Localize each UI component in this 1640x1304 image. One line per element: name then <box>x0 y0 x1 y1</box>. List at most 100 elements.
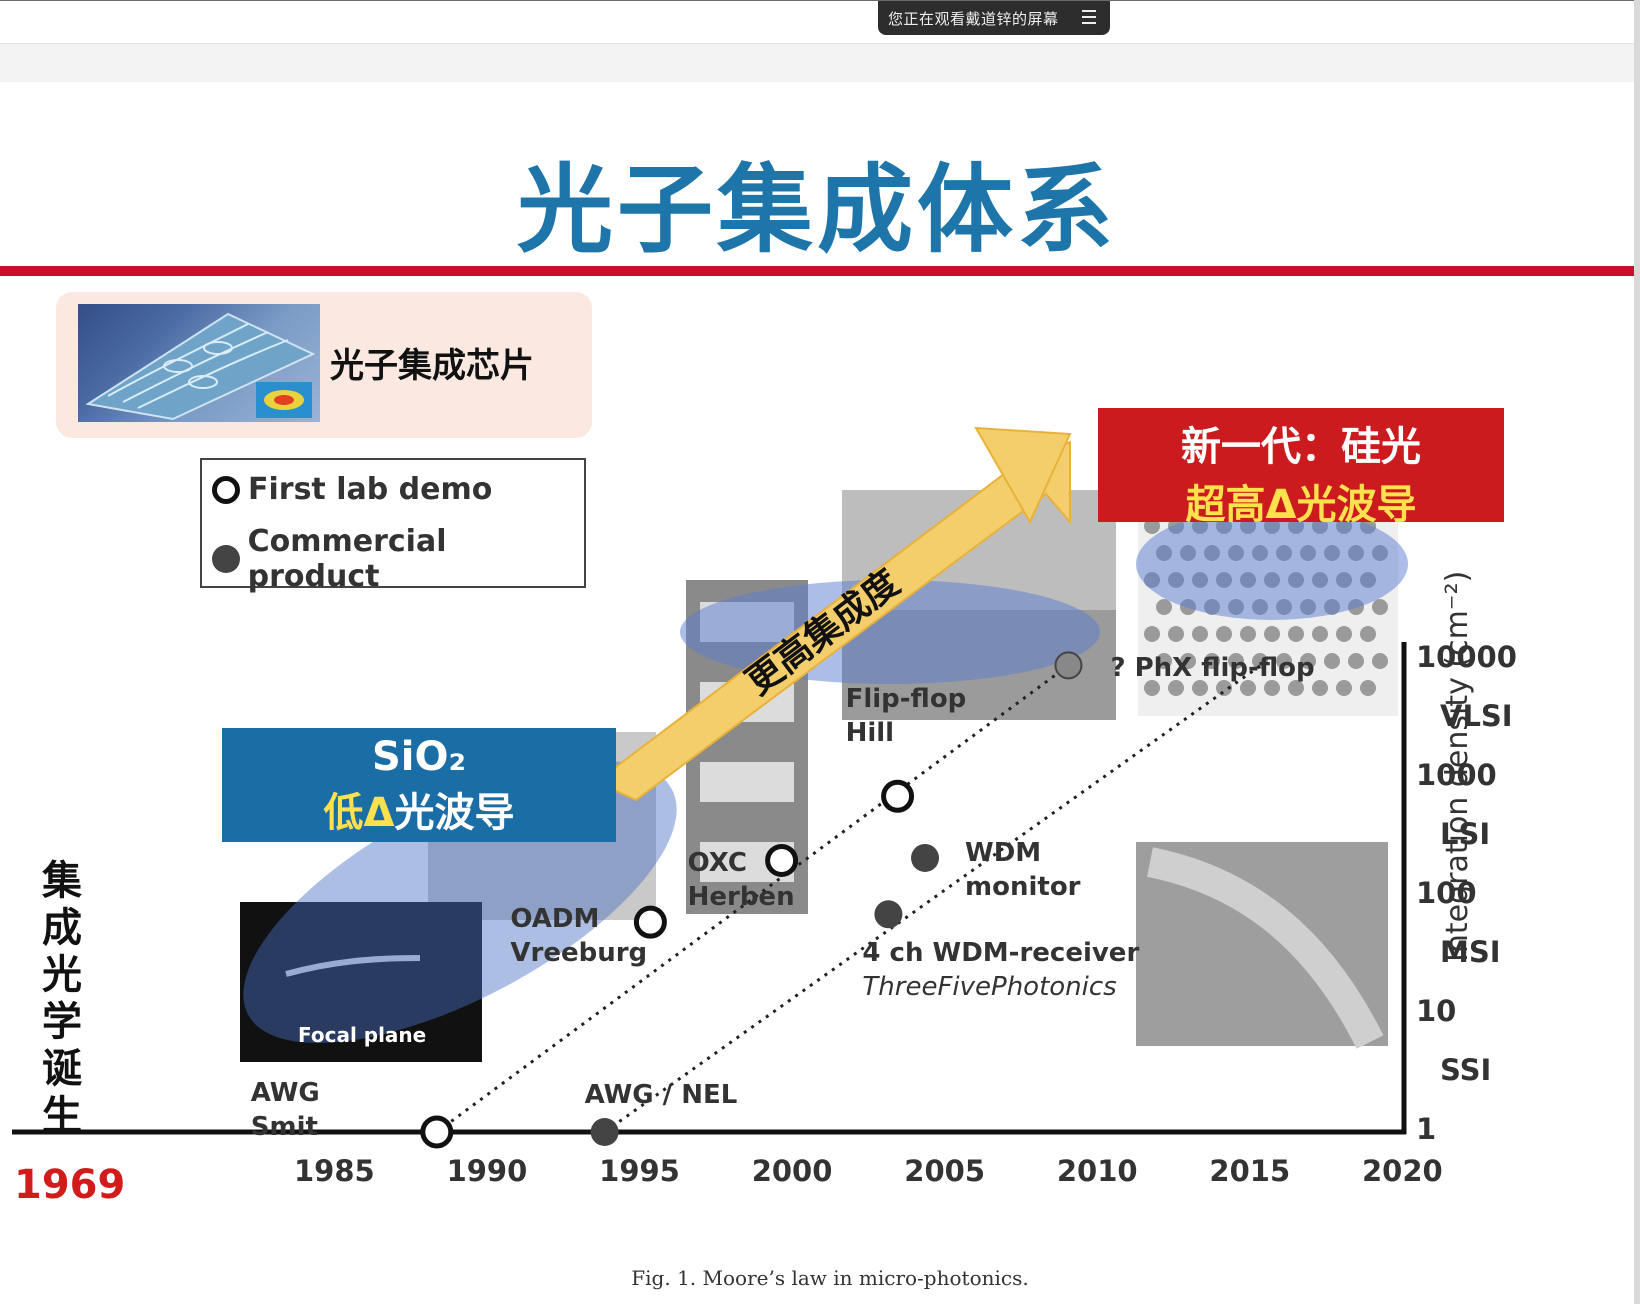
point-label: Flip-flop <box>845 684 967 715</box>
crystal-hole <box>1168 626 1184 642</box>
menu-icon[interactable] <box>1082 10 1096 28</box>
point-label: ThreeFivePhotonics <box>862 972 1117 1003</box>
y-band-label: SSI <box>1440 1053 1492 1087</box>
data-point-marker <box>881 779 915 813</box>
x-tick-label: 1995 <box>599 1154 680 1188</box>
legend-second: Commercial product <box>212 524 584 594</box>
title-divider <box>0 266 1634 276</box>
point-label: 4 ch WDM-receiver <box>862 938 1140 969</box>
point-label: monitor <box>965 871 1081 902</box>
crystal-hole <box>1288 626 1304 642</box>
crystal-hole <box>1228 653 1244 669</box>
data-markers <box>420 651 1083 1149</box>
crystal-hole <box>1276 653 1292 669</box>
point-label: WDM <box>965 837 1042 868</box>
viewer-top-bar: 您正在观看戴道锌的屏幕 <box>0 0 1640 84</box>
legend-first: First lab demo <box>212 472 492 507</box>
y-tick-label: 1000 <box>1416 758 1497 792</box>
sio2-subtitle: 低Δ光波导 <box>222 780 616 838</box>
y-band-label: LSI <box>1440 817 1491 851</box>
point-label: AWG <box>250 1078 320 1108</box>
crystal-hole <box>1204 653 1220 669</box>
point-label: OADM <box>510 904 600 935</box>
crystal-hole <box>1348 653 1364 669</box>
y-band-label: MSI <box>1440 935 1501 969</box>
si-region-ellipse <box>1136 508 1408 620</box>
inset-focal-image <box>240 902 482 1062</box>
crystal-hole <box>1312 626 1328 642</box>
screen-share-notice[interactable]: 您正在观看戴道锌的屏幕 <box>878 1 1110 35</box>
crystal-hole <box>1216 626 1232 642</box>
crystal-hole <box>1144 626 1160 642</box>
crystal-hole <box>1360 626 1376 642</box>
birth-char-6: 生 <box>42 1093 82 1139</box>
slide-title: 光子集成体系 <box>517 154 1117 266</box>
chip-image <box>78 304 320 422</box>
new-gen-subtitle: 超高Δ光波导 <box>1185 482 1417 528</box>
sio2-waveguide-text: 光波导 <box>394 790 515 836</box>
data-point-marker <box>420 1115 454 1149</box>
new-gen-title: 新一代：硅光 <box>1181 424 1421 470</box>
crystal-hole <box>1144 680 1160 696</box>
window-right-border <box>1634 0 1640 1304</box>
filled-circle-icon <box>212 545 240 573</box>
point-label: AWG / NEL <box>584 1080 738 1110</box>
x-tick-label: 2005 <box>904 1154 985 1188</box>
sio2-waveguide-box: SiO₂ 低Δ光波导 <box>222 728 616 842</box>
crystal-hole <box>1240 680 1256 696</box>
x-tick-label: 2015 <box>1209 1154 1291 1188</box>
legend-second-label: Commercial product <box>247 524 447 594</box>
point-label: Smit <box>250 1112 318 1142</box>
crystal-hole <box>1300 653 1316 669</box>
presentation-slide: 光子集成体系 光子集成芯片 First <box>0 82 1634 1304</box>
y-axis-label: Integration density (cm⁻²) <box>1440 570 1475 962</box>
y-tick-label: 100 <box>1416 876 1477 910</box>
point-label: OXC <box>687 848 747 879</box>
legend: First lab demo Commercial product <box>200 458 586 594</box>
birth-char-1: 集 <box>42 858 82 904</box>
crystal-hole <box>1264 680 1280 696</box>
viewer-toolbar-strip <box>0 43 1640 84</box>
open-circle-icon <box>212 475 240 504</box>
point-label: ? PhX flip-flop <box>1110 653 1315 684</box>
birth-char-2: 成 <box>42 905 82 951</box>
legend-first-label: First lab demo <box>248 472 493 507</box>
point-label: Vreeburg <box>510 938 648 969</box>
crystal-hole <box>1288 680 1304 696</box>
crystal-hole <box>1252 653 1268 669</box>
birth-char-4: 学 <box>42 999 82 1045</box>
chip-title: 光子集成芯片 <box>330 346 534 386</box>
y-tick-label: 1 <box>1416 1112 1437 1146</box>
chip-card: 光子集成芯片 <box>56 292 592 438</box>
crystal-hole <box>1168 680 1184 696</box>
crystal-hole <box>1216 680 1232 696</box>
x-tick-label: 1985 <box>294 1154 375 1188</box>
crystal-hole <box>1336 680 1352 696</box>
y-tick-label: 10000 <box>1416 640 1517 674</box>
silicon-photonics-box: 新一代：硅光 超高Δ光波导 <box>1098 408 1504 528</box>
share-notice-text: 您正在观看戴道锌的屏幕 <box>888 9 1059 28</box>
crystal-hole <box>1144 518 1160 534</box>
point-label: Herben <box>687 882 795 913</box>
y-band-label: VLSI <box>1440 699 1513 733</box>
moore-law-chart: 更高集成度 Focal plane <box>12 426 1408 1149</box>
x-tick-label: 2000 <box>751 1154 833 1188</box>
crystal-hole <box>1336 626 1352 642</box>
focal-plane-label: Focal plane <box>298 1023 426 1047</box>
birth-char-5: 诞 <box>42 1046 82 1092</box>
data-point-marker <box>1054 651 1083 680</box>
crystal-hole <box>1264 626 1280 642</box>
data-point-marker <box>911 843 940 872</box>
y-tick-label: 10 <box>1416 994 1457 1028</box>
data-point-marker <box>874 900 903 929</box>
data-point-marker <box>633 905 667 939</box>
x-tick-label: 1990 <box>446 1154 528 1188</box>
crystal-hole <box>1192 680 1208 696</box>
crystal-hole <box>1372 653 1388 669</box>
sio2-low-delta: 低Δ <box>323 790 395 836</box>
crystal-hole <box>1324 653 1340 669</box>
data-point-marker <box>590 1118 619 1146</box>
crystal-hole <box>1372 599 1388 615</box>
crystal-hole <box>1156 599 1172 615</box>
sio2-title: SiO₂ <box>371 734 467 780</box>
